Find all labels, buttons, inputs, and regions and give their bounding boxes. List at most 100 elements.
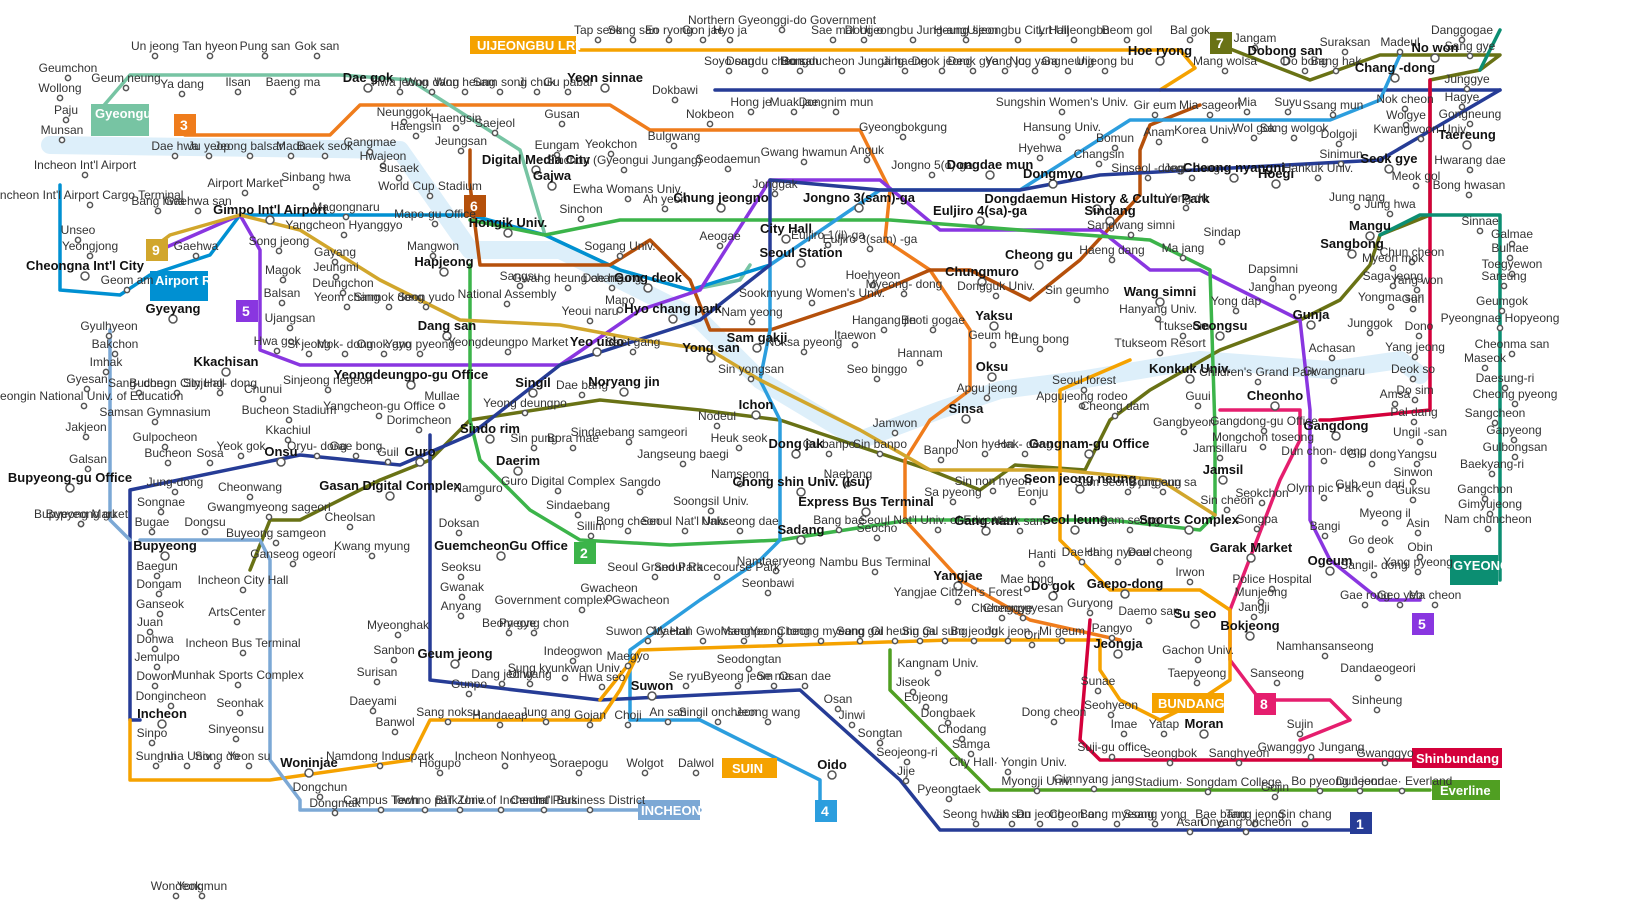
- station-bucheon-city-hall-175-label[interactable]: Bucheon City Hall: [129, 376, 224, 390]
- station-mapo-gu-office-104-label[interactable]: Mapo-gu Office: [394, 207, 476, 221]
- station-dun-jeon-354-label[interactable]: Dun jeon: [1336, 774, 1384, 788]
- station-dolgoji-412-label[interactable]: Dolgoji: [1321, 127, 1358, 141]
- station-apgu-jeong-437-dot[interactable]: [983, 394, 991, 402]
- station-buyeong-samgeon-217-label[interactable]: Buyeong samgeon: [226, 526, 326, 540]
- station-sinbang-hwa-90-label[interactable]: Sinbang hwa: [281, 170, 351, 184]
- station-madeul-18-dot[interactable]: [1396, 48, 1404, 56]
- station-uijeongbu-jung-ang-8-label[interactable]: Uijeongbu Jung-ang: [859, 23, 966, 37]
- station-dokbawi-57-dot[interactable]: [671, 96, 679, 104]
- station-jonggak-116-dot[interactable]: [771, 190, 779, 198]
- station-artscenter-246-label[interactable]: ArtsCenter: [208, 605, 265, 619]
- station-eungam-73-label[interactable]: Eungam: [535, 138, 580, 152]
- station-bupyeong-gu-216-dot[interactable]: [77, 520, 85, 528]
- station-heung-seon-9-label[interactable]: Heung seon: [934, 23, 999, 37]
- station-daemo-san-373-label[interactable]: Daemo san: [1118, 604, 1179, 618]
- station-muak-jae-80-dot[interactable]: [790, 108, 798, 116]
- station-jamsil-464-dot[interactable]: [1218, 475, 1228, 485]
- station-sindap-427-label[interactable]: Sindap: [1203, 225, 1241, 239]
- station-wang-simni-423-label[interactable]: Wang simni: [1124, 284, 1196, 299]
- station-yangjae-264-dot[interactable]: [953, 581, 963, 591]
- station-sangbong-505-label[interactable]: Sangbong: [1320, 236, 1384, 251]
- station-gil-dong-485-dot[interactable]: [1368, 460, 1376, 468]
- station-mullae-165-dot[interactable]: [438, 402, 446, 410]
- station-won-heung-52-label[interactable]: Won heung: [434, 75, 495, 89]
- station-seongsu-426-dot[interactable]: [1215, 331, 1225, 341]
- station-unseo-85-label[interactable]: Unseo: [61, 223, 96, 237]
- station-yeon-sinnae-56-dot[interactable]: [600, 83, 610, 93]
- station-sin-yongsan-448-label[interactable]: Sin yongsan: [718, 362, 784, 376]
- station-dongbaek-345-label[interactable]: Dongbaek: [921, 706, 977, 720]
- station-dun-chon-dong-481-dot[interactable]: [1320, 457, 1328, 465]
- station-soongsil-univ-212-dot[interactable]: [707, 507, 715, 515]
- station-geum-jeong-269-label[interactable]: Geum jeong: [417, 646, 492, 661]
- station-guui-468-label[interactable]: Guui: [1185, 389, 1210, 403]
- station-dongam-236-label[interactable]: Dongam: [136, 577, 181, 591]
- station-gayang-97-dot[interactable]: [331, 258, 339, 266]
- station-yeok-gok-182-label[interactable]: Yeok gok: [217, 439, 267, 453]
- station-sang-gal-324-label[interactable]: Sang gal: [836, 624, 883, 638]
- station-gajwa-76-dot[interactable]: [547, 181, 557, 191]
- station-gon-jae-3-label[interactable]: Gon jae: [682, 23, 724, 37]
- station-gangchon-528-label[interactable]: Gangchon: [1457, 482, 1512, 496]
- station-ttukseom-425-dot[interactable]: [1179, 332, 1187, 340]
- station-seohyeon-337-dot[interactable]: [1107, 711, 1115, 719]
- station-gangdong-478-dot[interactable]: [1331, 431, 1341, 441]
- station-myeonghak-254-label[interactable]: Myeonghak: [367, 618, 430, 632]
- station-seokchon-395-label[interactable]: Seokchon: [1235, 486, 1288, 500]
- station-gaehwa-san-92-label[interactable]: Gaehwa san: [164, 194, 231, 208]
- station-cheong-gu-430-label[interactable]: Cheong gu: [1005, 247, 1073, 262]
- station-gojin-352-dot[interactable]: [1271, 793, 1279, 801]
- station-dongchun-311-label[interactable]: Dongchun: [293, 780, 348, 794]
- station-no-won-19-dot[interactable]: [1430, 53, 1440, 63]
- station-myongji-univ-349-label[interactable]: Myongji Univ.: [1001, 774, 1072, 788]
- station-ji-chuk-54-label[interactable]: Ji chuk: [518, 75, 556, 89]
- station-nog-yang-30-label[interactable]: Nog yang: [1009, 54, 1060, 68]
- station-balsan-128-dot[interactable]: [278, 299, 286, 307]
- station-gu-pabal-55-label[interactable]: Gu pabal: [544, 75, 593, 89]
- station-yeok-sam-231-dot[interactable]: [1016, 527, 1024, 535]
- station-mang-wolsa-33-dot[interactable]: [1221, 67, 1229, 75]
- station-sanseong-387-label[interactable]: Sanseong: [1250, 666, 1304, 680]
- station-handaeap-292-label[interactable]: Handaeap: [472, 708, 528, 722]
- station-gong-deok-146-label[interactable]: Gong deok: [614, 270, 683, 285]
- station-surisan-268-label[interactable]: Surisan: [357, 665, 398, 679]
- station-hannam-441-label[interactable]: Hannam: [897, 346, 942, 360]
- station-dalwol-306-dot[interactable]: [692, 769, 700, 777]
- station-geumchon-41-label[interactable]: Geumchon: [39, 61, 98, 75]
- station-gachon-univ-383-label[interactable]: Gachon Univ.: [1162, 643, 1234, 657]
- station-galsan-139-dot[interactable]: [84, 465, 92, 473]
- station-bulnae-515-dot[interactable]: [1506, 254, 1514, 262]
- station-hwarang-dae-500-dot[interactable]: [1466, 166, 1474, 174]
- station-non-hyeon-456-dot[interactable]: [981, 450, 989, 458]
- station-magok-127-dot[interactable]: [279, 276, 287, 284]
- station-cheon-an-359-dot[interactable]: [1071, 820, 1079, 828]
- station-hankuk-univ-406-label[interactable]: Hankuk Univ.: [1283, 161, 1353, 175]
- station-maegyo-279-label[interactable]: Maegyo: [607, 649, 650, 663]
- station-si-jeong-160-label[interactable]: Si jeong: [287, 337, 330, 351]
- station-ilsan-44-label[interactable]: Ilsan: [225, 75, 250, 89]
- station-singil-oncheon-297-label[interactable]: Singil oncheon: [679, 705, 758, 719]
- station-geum-ho-435-label[interactable]: Geum ho: [968, 328, 1018, 342]
- station-sang-noksu-291-label[interactable]: Sang noksu: [416, 705, 479, 719]
- station-cheonggyesan-266-label[interactable]: Cheonggyesan: [983, 601, 1064, 615]
- station-saejeol-61-label[interactable]: Saejeol: [475, 116, 515, 130]
- station-gyulhyeon-133-label[interactable]: Gyulhyeon: [80, 319, 137, 333]
- station-sinchon-108-dot[interactable]: [577, 215, 585, 223]
- station-hanti-380-dot[interactable]: [1038, 560, 1046, 568]
- station-yang-won-532-dot[interactable]: [1413, 286, 1421, 294]
- station-osan-dae-284-label[interactable]: Osan dae: [779, 669, 831, 683]
- station-yeong-deungpo-173-label[interactable]: Yeong deungpo: [483, 396, 567, 410]
- station-seoksu-251-label[interactable]: Seoksu: [441, 560, 481, 574]
- station-haeng-dang-421-label[interactable]: Haeng dang: [1079, 243, 1144, 257]
- station-asan-362-label[interactable]: Asan: [1176, 815, 1203, 829]
- station-song-do-309-label[interactable]: Song do: [195, 749, 240, 763]
- station-sookmyung-women-s-univ-158-dot[interactable]: [808, 299, 816, 307]
- station-jung-nang-512-dot[interactable]: [1353, 203, 1361, 211]
- station-sanghyeon-369-dot[interactable]: [1235, 759, 1243, 767]
- station-dang-jeong-273-label[interactable]: Dang jeong: [471, 667, 532, 681]
- station-gulpocheon-179-dot[interactable]: [161, 443, 169, 451]
- station-songtan-287-label[interactable]: Songtan: [858, 726, 903, 740]
- station-incheon-int-l-airport-83-label[interactable]: Incheon Int'l Airport: [34, 158, 137, 172]
- station-achasan-475-dot[interactable]: [1328, 354, 1336, 362]
- station-cheonggye-334-label[interactable]: Cheonggye: [971, 601, 1033, 615]
